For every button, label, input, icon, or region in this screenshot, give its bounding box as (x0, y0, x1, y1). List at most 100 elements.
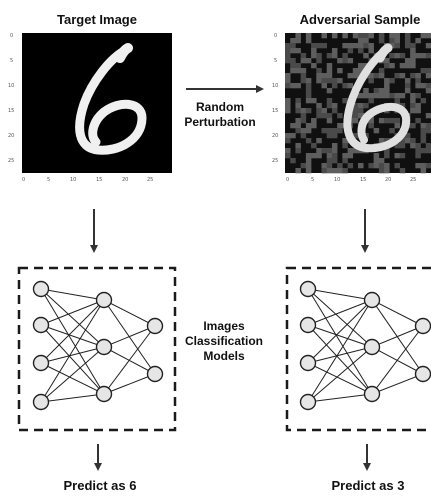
right-prediction-label: Predict as 3 (331, 478, 405, 493)
noise-pixel (326, 78, 333, 84)
noise-pixel (368, 93, 374, 99)
noise-pixel (316, 53, 322, 59)
noise-pixel (378, 33, 385, 39)
left-nn-edge (40, 393, 105, 403)
noise-pixel (415, 103, 421, 109)
noise-pixel (415, 153, 421, 159)
noise-pixel (420, 128, 427, 134)
noise-pixel (415, 38, 421, 44)
left-nn-input-node (32, 354, 50, 372)
noise-pixel (342, 153, 348, 159)
right-nn-edge (307, 324, 373, 395)
noise-pixel (347, 43, 354, 49)
adversarial-digit-strokes (343, 43, 411, 153)
left-nn-edge (103, 373, 156, 395)
noise-pixel (363, 103, 369, 109)
noise-pixel (378, 138, 385, 144)
noise-pixel (342, 83, 348, 89)
noise-pixel (368, 48, 374, 54)
noise-pixel (305, 138, 312, 144)
classification-models-line2: Classification (184, 334, 264, 348)
noise-pixel (331, 33, 338, 39)
noise-pixel (295, 98, 301, 104)
right-nn-edge (371, 373, 424, 395)
target-digit-strokes (75, 43, 147, 155)
noise-pixel (326, 68, 333, 74)
right-nn-input-node (299, 393, 317, 411)
noise-pixel (285, 103, 291, 109)
noise-pixel (326, 98, 333, 104)
noise-pixel (404, 63, 411, 69)
noise-pixel (342, 58, 348, 64)
noise-pixel (389, 43, 395, 49)
noise-pixel (300, 78, 307, 84)
noise-pixel (368, 73, 374, 79)
noise-pixel (368, 123, 374, 129)
noise-pixel (389, 53, 395, 59)
noise-pixel (415, 163, 421, 169)
noise-pixel (378, 88, 385, 94)
noise-pixel (368, 33, 374, 39)
left-nn-edge (40, 299, 105, 326)
noise-pixel (425, 83, 431, 89)
noise-pixel (425, 163, 431, 169)
left-nn-edge (40, 346, 105, 403)
left-nn-input-node (32, 316, 50, 334)
noise-pixel (300, 163, 307, 169)
noise-pixel (331, 168, 338, 174)
noise-pixel (410, 63, 416, 69)
target-ytick-5: 25 (8, 158, 14, 164)
left-nn-edge (40, 288, 105, 301)
noise-pixel (295, 143, 301, 149)
target-ytick-0: 0 (10, 33, 13, 39)
right-nn-hidden-node (363, 338, 381, 356)
noise-pixel (363, 38, 369, 44)
target-digit-stroke-top (115, 43, 133, 63)
noise-pixel (295, 83, 301, 89)
noise-pixel (326, 148, 333, 154)
noise-pixel (305, 33, 312, 39)
left-prediction-label: Predict as 6 (63, 478, 137, 493)
noise-pixel (399, 53, 406, 59)
noise-pixel (410, 123, 416, 129)
noise-pixel (415, 73, 421, 79)
left-nn-output-node (146, 317, 164, 335)
noise-pixel (295, 128, 301, 134)
target-ytick-4: 20 (8, 133, 14, 139)
right-nn-edge (307, 346, 373, 403)
noise-pixel (404, 33, 411, 39)
left-nn-input-node (32, 393, 50, 411)
noise-pixel (311, 153, 317, 159)
noise-pixel (384, 58, 390, 64)
noise-pixel (373, 128, 380, 134)
noise-pixel (363, 43, 369, 49)
noise-pixel (290, 68, 296, 74)
noise-pixel (415, 143, 421, 149)
noise-pixel (378, 73, 385, 79)
noise-pixel (394, 73, 401, 79)
noise-pixel (321, 33, 328, 39)
noise-pixel (415, 93, 421, 99)
noise-pixel (285, 78, 291, 84)
noise-pixel (420, 163, 427, 169)
noise-pixel (285, 108, 291, 114)
adversarial-digit-stroke-main (343, 46, 411, 153)
noise-pixel (389, 63, 395, 69)
noise-pixel (384, 163, 390, 169)
noise-pixel (285, 133, 291, 139)
left-nn-edge (40, 299, 105, 403)
noise-pixel (331, 108, 338, 114)
noise-pixel (415, 118, 421, 124)
target-xtick-5: 25 (147, 177, 153, 183)
noise-pixel (285, 43, 291, 49)
noise-pixel (295, 38, 301, 44)
noise-pixel (352, 33, 359, 39)
noise-pixel (378, 158, 385, 164)
noise-pixel (331, 78, 338, 84)
noise-pixel (378, 168, 385, 174)
noise-pixel (404, 58, 411, 64)
noise-pixel (326, 113, 333, 119)
left-nn-hidden-node (95, 338, 113, 356)
noise-pixel (300, 53, 307, 59)
noise-pixel (352, 108, 359, 114)
